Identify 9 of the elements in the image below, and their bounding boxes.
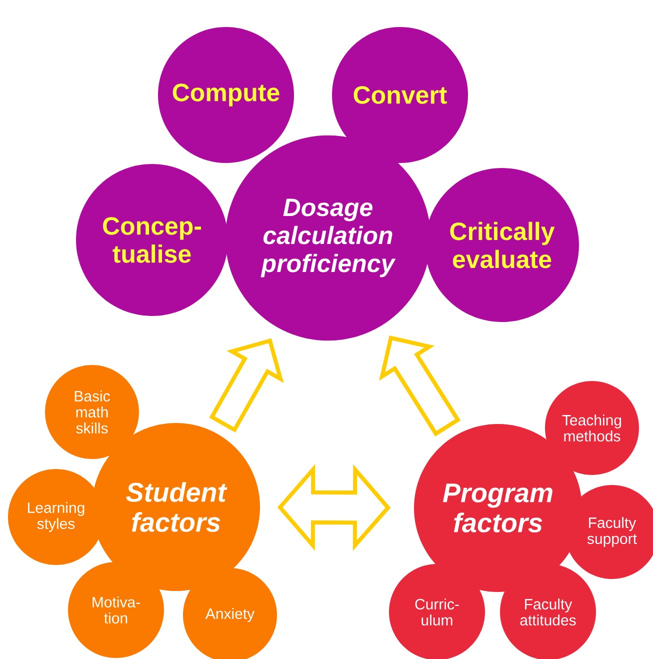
node-label: Faculty attitudes — [520, 598, 576, 626]
node-label: Anxiety — [205, 608, 255, 622]
node-label: Motiva- tion — [92, 596, 140, 624]
node-label: Dosage calculation proficiency — [260, 198, 396, 278]
node-label: Student factors — [126, 482, 228, 532]
node-label: Program factors — [442, 484, 552, 532]
node-label: Faculty support — [587, 517, 637, 547]
node-label: Curric- ulum — [415, 598, 459, 626]
node-label: Learning styles — [28, 502, 84, 532]
